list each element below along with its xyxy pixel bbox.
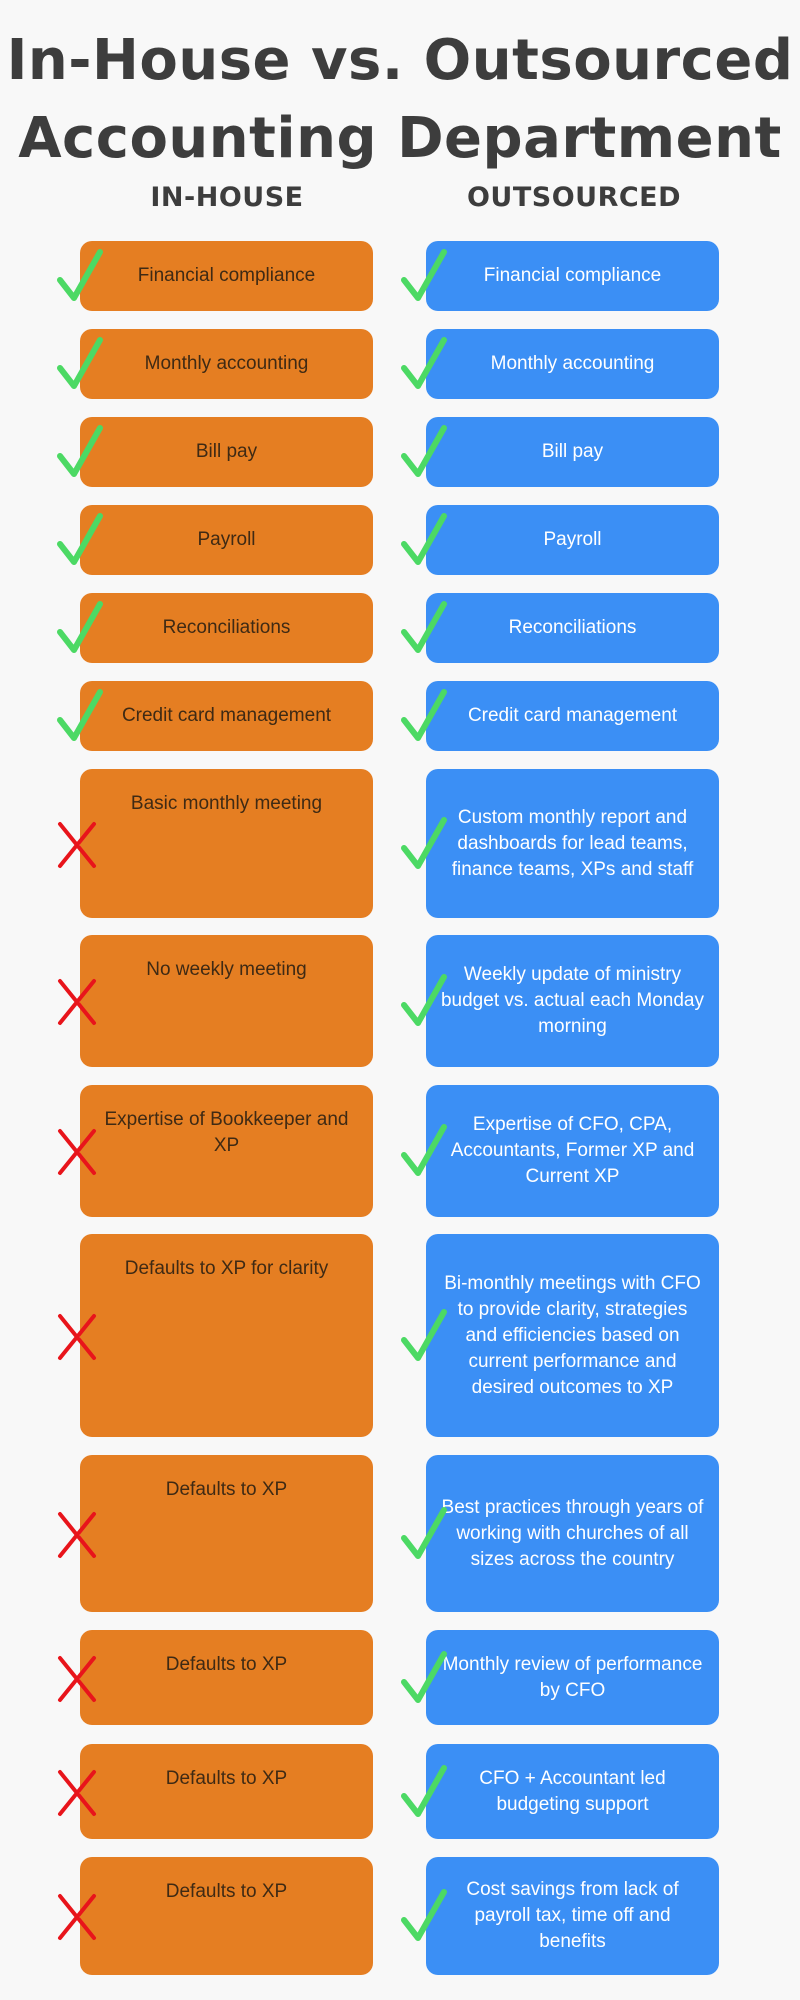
check-icon [400,1648,448,1708]
in-house-item: Basic monthly meeting [80,769,373,918]
check-icon [56,598,104,658]
check-icon [400,814,448,874]
in-house-item-label: Payroll [197,529,256,550]
in-house-item-label: Basic monthly meeting [130,793,323,814]
cross-icon [54,814,102,874]
check-icon [56,510,104,570]
in-house-item: Expertise of Bookkeeper and XP [80,1085,373,1217]
cross-icon [54,1648,102,1708]
outsourced-item: Payroll [426,505,719,575]
title-line-1: In-House vs. Outsourced [6,28,794,93]
in-house-item: Monthly accounting [80,329,373,399]
in-house-item: Reconciliations [80,593,373,663]
check-icon [400,1504,448,1564]
outsourced-item: Financial compliance [426,241,719,311]
in-house-item-label: Monthly accounting [144,353,309,374]
in-house-item: Defaults to XP [80,1857,373,1975]
in-house-item: Financial compliance [80,241,373,311]
outsourced-item: Cost savings from lack of payroll tax, t… [426,1857,719,1975]
in-house-item-label: Bill pay [195,441,258,462]
in-house-item-label: Defaults to XP for clarity [124,1258,329,1279]
cross-icon [54,1306,102,1366]
check-icon [400,971,448,1031]
check-icon [56,422,104,482]
in-house-item: Defaults to XP for clarity [80,1234,373,1437]
title-line-2: Accounting Department [18,106,782,171]
outsourced-item-label: Expertise of CFO, CPA, Accountants, Form… [450,1114,695,1187]
check-icon [400,1762,448,1822]
check-icon [400,1306,448,1366]
check-icon [400,1886,448,1946]
check-icon [56,686,104,746]
cross-icon [54,1762,102,1822]
outsourced-item-label: Bill pay [541,441,604,462]
outsourced-item-label: Reconciliations [508,617,637,638]
outsourced-item: Reconciliations [426,593,719,663]
cross-icon [54,1504,102,1564]
check-icon [400,510,448,570]
check-icon [400,422,448,482]
in-house-item-label: Expertise of Bookkeeper and XP [104,1109,349,1156]
in-house-item-label: Credit card management [121,705,332,726]
check-icon [56,334,104,394]
cross-icon [54,1886,102,1946]
outsourced-item-label: Best practices through years of working … [441,1496,704,1570]
outsourced-item: Bi-monthly meetings with CFO to provide … [426,1234,719,1437]
check-icon [400,1121,448,1181]
outsourced-item-label: Monthly accounting [490,353,655,374]
outsourced-item: Bill pay [426,417,719,487]
in-house-item-label: Defaults to XP [165,1881,288,1902]
outsourced-item-label: Payroll [543,529,602,550]
check-icon [400,598,448,658]
outsourced-item: Expertise of CFO, CPA, Accountants, Form… [426,1085,719,1217]
outsourced-item: Custom monthly report and dashboards for… [426,769,719,918]
in-house-item: Defaults to XP [80,1630,373,1725]
check-icon [400,334,448,394]
outsourced-item-label: Weekly update of ministry budget vs. act… [440,964,704,1037]
outsourced-item-label: CFO + Accountant led budgeting support [479,1767,666,1815]
cross-icon [54,971,102,1031]
in-house-item: No weekly meeting [80,935,373,1067]
in-house-item-label: Defaults to XP [165,1479,288,1500]
in-house-item: Credit card management [80,681,373,751]
in-house-item: Bill pay [80,417,373,487]
outsourced-item: Monthly review of performance by CFO [426,1630,719,1725]
outsourced-item-label: Monthly review of performance by CFO [442,1653,703,1701]
outsourced-item: CFO + Accountant led budgeting support [426,1744,719,1839]
check-icon [400,686,448,746]
outsourced-item-label: Credit card management [467,705,678,726]
outsourced-item: Weekly update of ministry budget vs. act… [426,935,719,1067]
in-house-item: Payroll [80,505,373,575]
in-house-item-label: Reconciliations [162,617,291,638]
in-house-item-label: Financial compliance [137,265,316,286]
page-title: In-House vs. Outsourced Accounting Depar… [0,22,800,178]
outsourced-item: Credit card management [426,681,719,751]
outsourced-item-label: Custom monthly report and dashboards for… [451,806,694,880]
outsourced-item-label: Financial compliance [483,265,662,286]
outsourced-column-header: OUTSOURCED [466,182,682,213]
in-house-item-label: No weekly meeting [146,959,307,980]
in-house-item: Defaults to XP [80,1744,373,1839]
outsourced-item: Monthly accounting [426,329,719,399]
outsourced-item: Best practices through years of working … [426,1455,719,1612]
outsourced-item-label: Bi-monthly meetings with CFO to provide … [444,1272,701,1398]
in-house-item-label: Defaults to XP [165,1654,288,1675]
in-house-item-label: Defaults to XP [165,1768,288,1789]
cross-icon [54,1121,102,1181]
in-house-column-header: IN-HOUSE [150,182,304,213]
check-icon [56,246,104,306]
in-house-item: Defaults to XP [80,1455,373,1612]
outsourced-item-label: Cost savings from lack of payroll tax, t… [466,1879,679,1952]
check-icon [400,246,448,306]
